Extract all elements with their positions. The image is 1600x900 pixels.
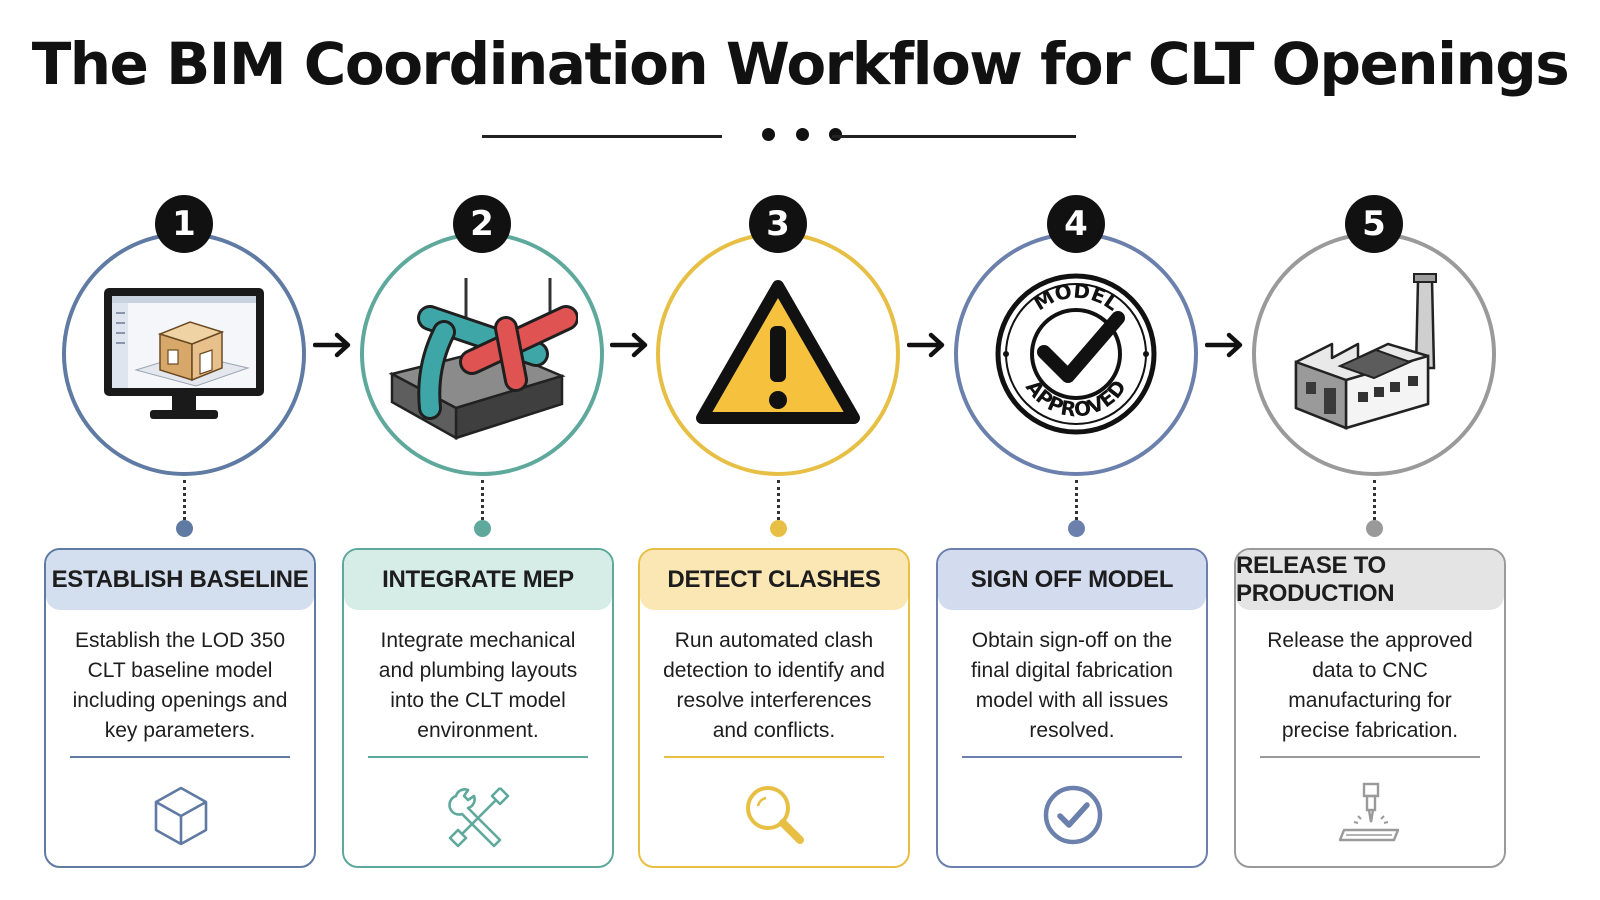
svg-text:APPROVED: APPROVED xyxy=(1021,375,1131,421)
magnifier-icon xyxy=(746,786,804,844)
flow-arrow-4-5 xyxy=(1205,332,1243,358)
step-illustration-ring xyxy=(360,232,604,476)
step-4: 4 MODEL APPROVED xyxy=(926,0,1226,900)
step-description: Release the approved data to CNC manufac… xyxy=(1267,629,1473,742)
step-heading: SIGN OFF MODEL xyxy=(938,550,1206,610)
factory-building-illustration xyxy=(1294,273,1437,430)
title-divider-left xyxy=(482,135,722,138)
step-heading: ESTABLISH BASELINE xyxy=(46,550,314,610)
card-divider xyxy=(1260,756,1480,758)
step-number-badge: 1 xyxy=(155,195,213,253)
page-title: The BIM Coordination Workflow for CLT Op… xyxy=(31,30,1570,98)
connector-stem xyxy=(1075,480,1078,520)
cnc-mill-icon xyxy=(1338,782,1400,842)
step-heading: RELEASE TO PRODUCTION xyxy=(1236,550,1504,610)
connector-stem xyxy=(183,480,186,520)
divider-dot xyxy=(795,128,809,141)
approved-stamp-illustration: MODEL APPROVED xyxy=(995,273,1157,435)
connector-knob xyxy=(770,520,787,537)
step-3: 3 DETECT CLASHES Run automated clash det… xyxy=(628,0,928,900)
monitor-with-clt-model-illustration xyxy=(104,288,264,419)
step-1: 1 ESTABLISH xyxy=(34,0,334,900)
warning-triangle-illustration xyxy=(696,280,860,424)
card-divider xyxy=(70,756,290,758)
step-description: Establish the LOD 350 CLT baseline model… xyxy=(72,629,288,742)
step-card: ESTABLISH BASELINE Establish the LOD 350… xyxy=(44,548,316,868)
connector-knob xyxy=(474,520,491,537)
flow-arrow-3-4 xyxy=(907,332,945,358)
step-number-badge: 4 xyxy=(1047,195,1105,253)
step-card: SIGN OFF MODEL Obtain sign-off on the fi… xyxy=(936,548,1208,868)
step-illustration-ring xyxy=(656,232,900,476)
step-number-badge: 5 xyxy=(1345,195,1403,253)
divider-dot xyxy=(762,128,775,141)
step-illustration-ring: MODEL APPROVED xyxy=(954,232,1198,476)
step-number-badge: 3 xyxy=(749,195,807,253)
flow-arrow-1-2 xyxy=(313,332,351,358)
connector-knob xyxy=(1068,520,1085,537)
step-card: INTEGRATE MEP Integrate mechanical and p… xyxy=(342,548,614,868)
step-heading: DETECT CLASHES xyxy=(640,550,908,610)
step-description: Obtain sign-off on the final digital fab… xyxy=(971,629,1173,742)
card-divider xyxy=(664,756,884,758)
flow-arrow-2-3 xyxy=(610,332,648,358)
check-circle-icon xyxy=(1043,785,1103,845)
step-illustration-ring xyxy=(62,232,306,476)
pipes-through-beam-illustration xyxy=(388,278,578,441)
step-number-badge: 2 xyxy=(453,195,511,253)
step-5: 5 RELEASE TO PRODUCTION Release the appr… xyxy=(1224,0,1524,900)
step-illustration-ring xyxy=(1252,232,1496,476)
wrench-screwdriver-icon xyxy=(448,787,510,848)
step-2: 2 INTEGRATE MEP Integrate mechan xyxy=(332,0,632,900)
card-divider xyxy=(368,756,588,758)
cube-icon xyxy=(154,786,208,846)
step-description: Run automated clash detection to identif… xyxy=(663,629,885,742)
step-card: RELEASE TO PRODUCTION Release the approv… xyxy=(1234,548,1506,868)
connector-stem xyxy=(481,480,484,520)
stamp-bottom-text: APPROVED xyxy=(1021,375,1131,421)
step-card: DETECT CLASHES Run automated clash detec… xyxy=(638,548,910,868)
card-divider xyxy=(962,756,1182,758)
step-description: Integrate mechanical and plumbing layout… xyxy=(378,629,578,742)
connector-stem xyxy=(777,480,780,520)
connector-knob xyxy=(1366,520,1383,537)
connector-knob xyxy=(176,520,193,537)
step-heading: INTEGRATE MEP xyxy=(344,550,612,610)
connector-stem xyxy=(1373,480,1376,520)
title-divider-right xyxy=(832,135,1076,138)
